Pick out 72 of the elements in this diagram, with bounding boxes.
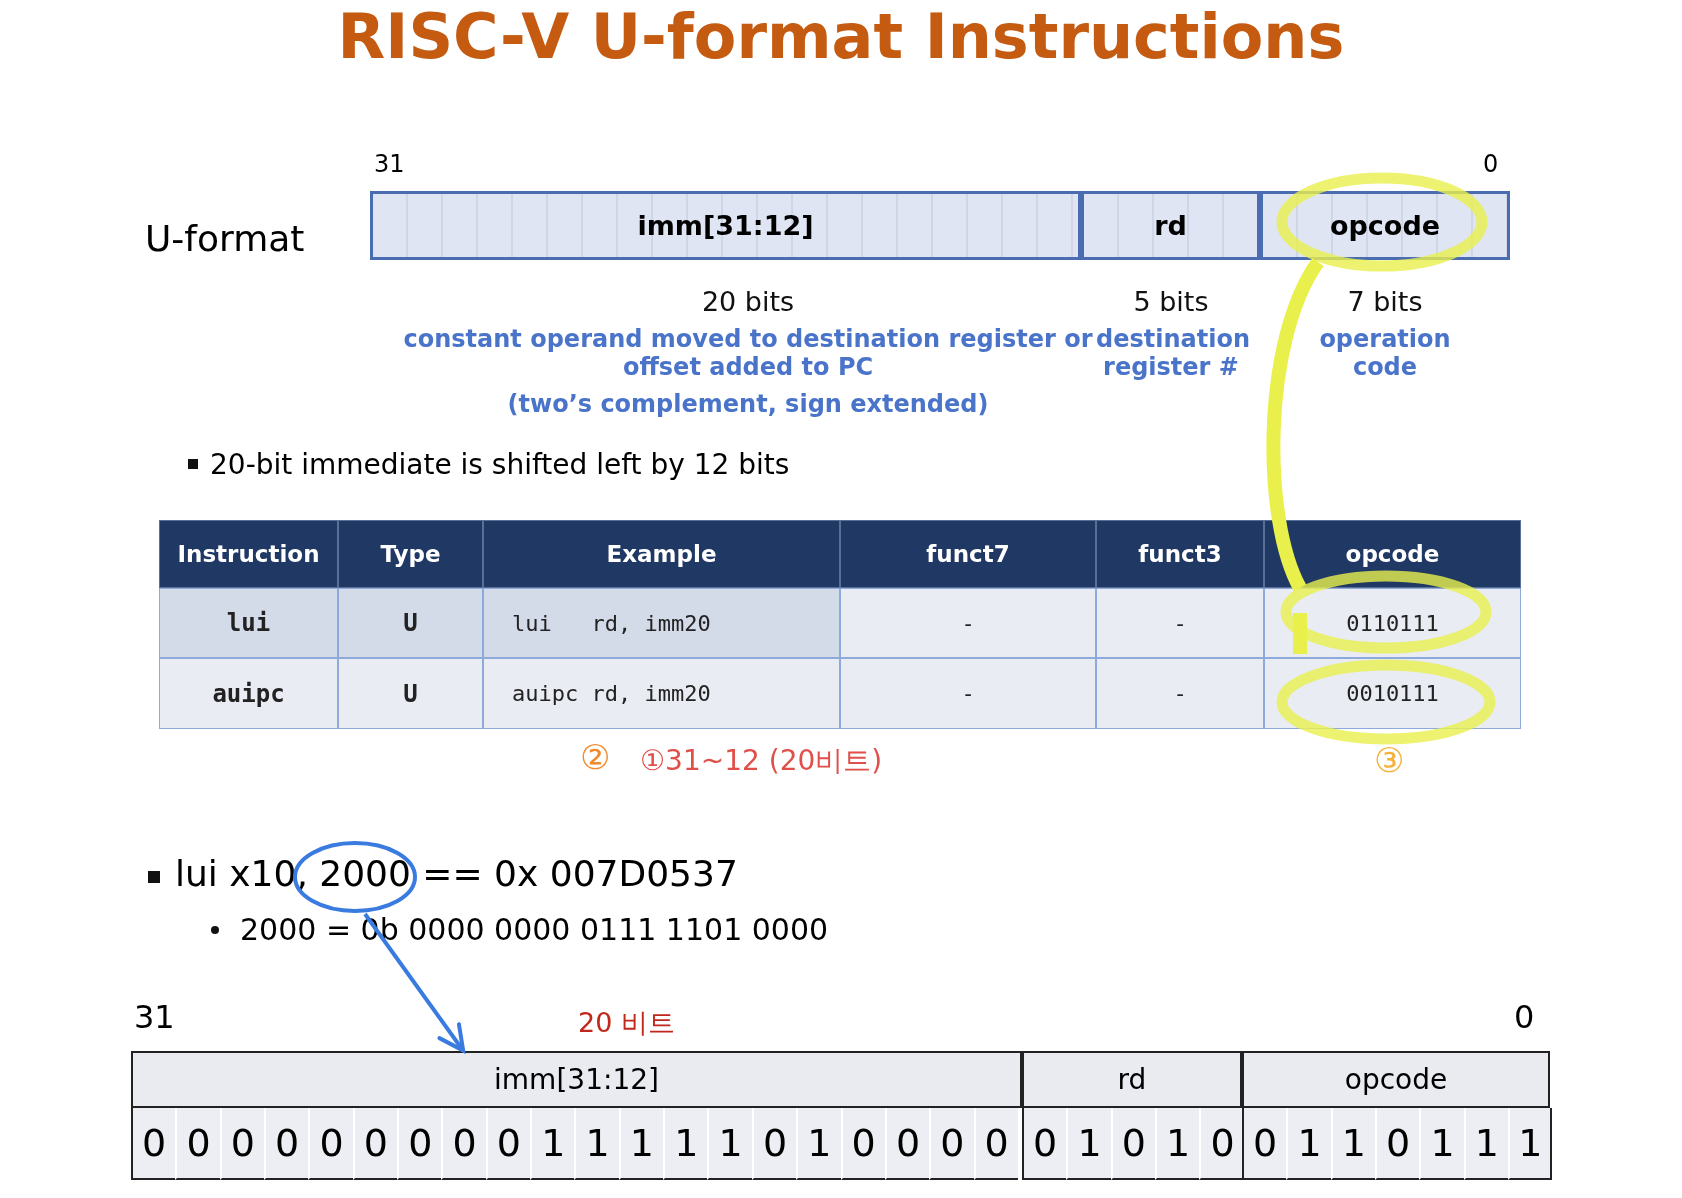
table-cell: - [1096, 658, 1264, 729]
table-cell: auipc rd, imm20 [483, 658, 840, 729]
bit-index: 31 [374, 150, 405, 178]
bit-value: 0 [308, 1108, 353, 1180]
bit-value: 0 [1242, 1108, 1287, 1180]
bit-value: 1 [1286, 1108, 1331, 1180]
field-header: opcode [1242, 1051, 1550, 1108]
bit-value: 1 [1419, 1108, 1464, 1180]
bit-value: 1 [1066, 1108, 1111, 1180]
bit-value: 1 [574, 1108, 619, 1180]
arrow [363, 912, 466, 1053]
table-cell: - [1096, 588, 1264, 658]
highlighter-stroke [1266, 172, 1488, 591]
bit-index: 0 [1483, 150, 1499, 178]
bit-value: 0 [884, 1108, 930, 1180]
bit-value: 1 [707, 1108, 752, 1180]
table-cell: U [338, 588, 483, 658]
handwritten-note: ①31~12 (20비트) [640, 743, 883, 779]
table-cell: U [338, 658, 483, 729]
table-cell: auipc [159, 658, 338, 729]
title: RISC-V U-format Instructions [336, 0, 1346, 73]
bit-value: 1 [618, 1108, 664, 1180]
highlighter-stroke [1276, 570, 1496, 745]
column-header: Type [338, 520, 483, 588]
bit-width: 5 bits [1132, 286, 1210, 317]
bit-value: 1 [530, 1108, 575, 1180]
column-header: Example [483, 520, 840, 588]
bit-value: 1 [1155, 1108, 1200, 1180]
bit-value: 0 [929, 1108, 974, 1180]
bit-value: 1 [1463, 1108, 1509, 1180]
bit-index: 0 [1514, 998, 1535, 1036]
bit-width: 20 bits [700, 286, 796, 317]
bit-value: 0 [219, 1108, 265, 1180]
bit-value: 0 [973, 1108, 1018, 1180]
bullet-text: 20-bit immediate is shifted left by 12 bits [210, 448, 790, 481]
bit-value: 0 [1022, 1108, 1067, 1180]
bit-value: 0 [1199, 1108, 1244, 1180]
bit-field: rd [1081, 191, 1260, 260]
bit-width: 7 bits [1346, 286, 1424, 317]
bit-field: imm[31:12] [370, 191, 1081, 260]
bit-value: 0 [751, 1108, 797, 1180]
bit-value: 0 [264, 1108, 309, 1180]
bit-value: 0 [840, 1108, 885, 1180]
bit-value: 0 [131, 1108, 176, 1180]
bit-index: 31 [134, 998, 175, 1036]
handwritten-note: 20 비트 [578, 1006, 675, 1040]
field-description: operation code [1318, 325, 1452, 381]
table-cell: - [840, 588, 1096, 658]
bit-value: 0 [1110, 1108, 1156, 1180]
bit-value: 0 [397, 1108, 442, 1180]
bit-value: 0 [352, 1108, 398, 1180]
field-description: (two’s complement, sign extended) [506, 390, 990, 418]
table-cell: lui [159, 588, 338, 658]
bit-value: 0 [485, 1108, 531, 1180]
column-header: funct3 [1096, 520, 1264, 588]
bit-value: 0 [1375, 1108, 1420, 1180]
bit-value: 1 [663, 1108, 708, 1180]
field-header: rd [1022, 1051, 1242, 1108]
table-cell: lui rd, imm20 [483, 588, 840, 658]
bit-value: 1 [1330, 1108, 1376, 1180]
field-header: imm[31:12] [131, 1051, 1022, 1108]
field-description: constant operand moved to destination register or offset added to PC [402, 325, 1094, 381]
handwritten-number: ③ [1374, 740, 1405, 780]
handwritten-number: ② [580, 737, 611, 777]
bit-value: 0 [175, 1108, 220, 1180]
column-header: funct7 [840, 520, 1096, 588]
column-header: Instruction [159, 520, 338, 588]
format-name: U-format [145, 218, 305, 259]
table-cell: - [840, 658, 1096, 729]
bit-value: 1 [1508, 1108, 1553, 1180]
bit-value: 1 [796, 1108, 841, 1180]
bit-value: 0 [441, 1108, 486, 1180]
